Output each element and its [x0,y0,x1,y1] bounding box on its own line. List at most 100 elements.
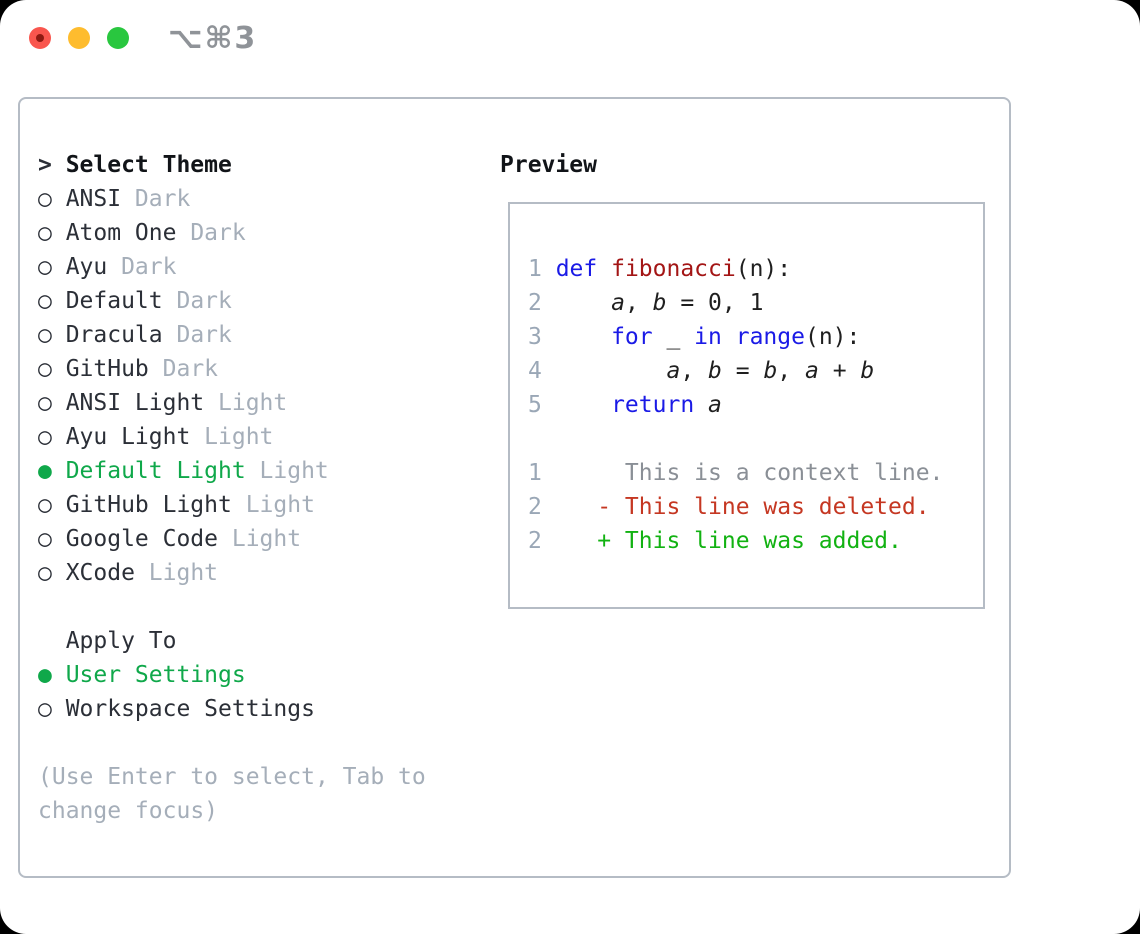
radio-unselected-icon: ○ [38,322,52,348]
code-token: a [805,358,819,384]
code-token: , [624,290,653,316]
zoom-button[interactable] [107,27,129,49]
theme-variant-tag: Dark [121,254,177,280]
theme-name: Google Code [65,526,219,552]
code-token: = 0, 1 [666,290,764,316]
line-number: 2 [528,290,542,316]
code-token [556,290,611,316]
code-content: This is a context line. [556,456,944,490]
code-token [556,324,611,350]
apply-to-list: ● User Settings ○Workspace Settings [38,658,450,726]
radio-unselected-icon: ○ [38,696,52,722]
theme-variant-tag: Light [231,526,302,552]
code-content: def fibonacci(n): [556,252,791,286]
radio-selected-icon: ● [38,662,52,688]
preview-line: 2 + This line was added. [528,524,983,558]
code-token: for [611,324,653,350]
code-token: b [860,358,875,384]
code-token: return [611,392,695,418]
code-token: def [555,256,598,282]
code-token: (n): [804,324,861,350]
section-gap [38,590,450,624]
preview-line: 1 This is a context line. [528,456,983,490]
theme-list-header: > Select Theme [38,148,450,182]
radio-unselected-icon: ○ [38,390,52,416]
preview-line: 2 a, b = 0, 1 [528,286,983,320]
code-content: a, b = 0, 1 [556,286,764,320]
close-dot-icon [36,34,44,42]
line-number: 2 [528,494,542,520]
theme-name: GitHub [65,356,149,382]
theme-item-github[interactable]: ○ GitHub Dark [38,352,450,386]
code-token: range [735,324,805,350]
apply-option-user-settings[interactable]: ● User Settings [38,658,450,692]
theme-item-xcode[interactable]: ○ XCode Light [38,556,450,590]
radio-unselected-icon: ○ [38,254,52,280]
theme-name: Ayu [65,254,108,280]
code-token [694,392,708,418]
section-gap [38,726,450,760]
code-token: - This line was deleted. [555,494,930,520]
theme-name: Ayu Light [65,424,191,450]
code-token: a [611,290,625,316]
theme-variant-tag: Light [218,390,288,416]
theme-name: ANSI Light [65,390,205,416]
theme-list-title: Select Theme [65,152,232,178]
theme-variant-tag: Dark [190,220,246,246]
theme-item-ansi-light[interactable]: ○ ANSI Light Light [38,386,450,420]
preview-line: 4 a, b = b, a + b [528,354,983,388]
theme-variant-tag: Light [148,560,219,586]
minimize-button[interactable] [68,27,90,49]
code-content: for _ in range(n): [556,320,861,354]
line-number: 2 [528,528,542,554]
theme-variant-tag: Dark [176,322,232,348]
code-token [556,358,667,384]
keyboard-hint: (Use Enter to select, Tab to change focu… [38,764,426,824]
radio-selected-icon: ● [38,458,52,484]
code-token: a [708,392,722,418]
code-content: return a [556,388,722,422]
close-button[interactable] [29,27,51,49]
radio-unselected-icon: ○ [38,356,52,382]
theme-variant-tag: Light [204,424,274,450]
traffic-lights [29,27,129,49]
code-token: fibonacci [611,256,736,282]
radio-unselected-icon: ○ [38,560,52,586]
code-token: (n): [735,256,792,282]
apply-to-title: Apply To [65,628,177,654]
code-content: + This line was added. [556,524,902,558]
radio-unselected-icon: ○ [38,424,52,450]
code-token: This is a context line. [555,460,944,486]
theme-item-google-code[interactable]: ○ Google Code Light [38,522,450,556]
theme-name: GitHub Light [65,492,232,518]
preview-line: 5 return a [528,388,983,422]
theme-name: XCode [65,560,135,586]
theme-item-ayu[interactable]: ○ Ayu Dark [38,250,450,284]
apply-option-label: User Settings [65,662,246,688]
code-token: b [708,358,722,384]
code-token: _ [652,324,695,350]
theme-item-ayu-light[interactable]: ○ Ayu Light Light [38,420,450,454]
radio-unselected-icon: ○ [38,526,52,552]
theme-name: Default [65,288,163,314]
window-title: ⌥⌘3 [168,20,258,56]
code-token: in [694,324,722,350]
code-token: , [777,358,805,384]
line-number: 5 [528,392,542,418]
code-content: - This line was deleted. [555,490,930,524]
focus-prompt-icon: > [38,152,52,178]
apply-option-workspace-settings[interactable]: ○Workspace Settings [38,692,450,726]
theme-variant-tag: Dark [162,356,219,382]
titlebar: ⌥⌘3 [0,0,1140,76]
